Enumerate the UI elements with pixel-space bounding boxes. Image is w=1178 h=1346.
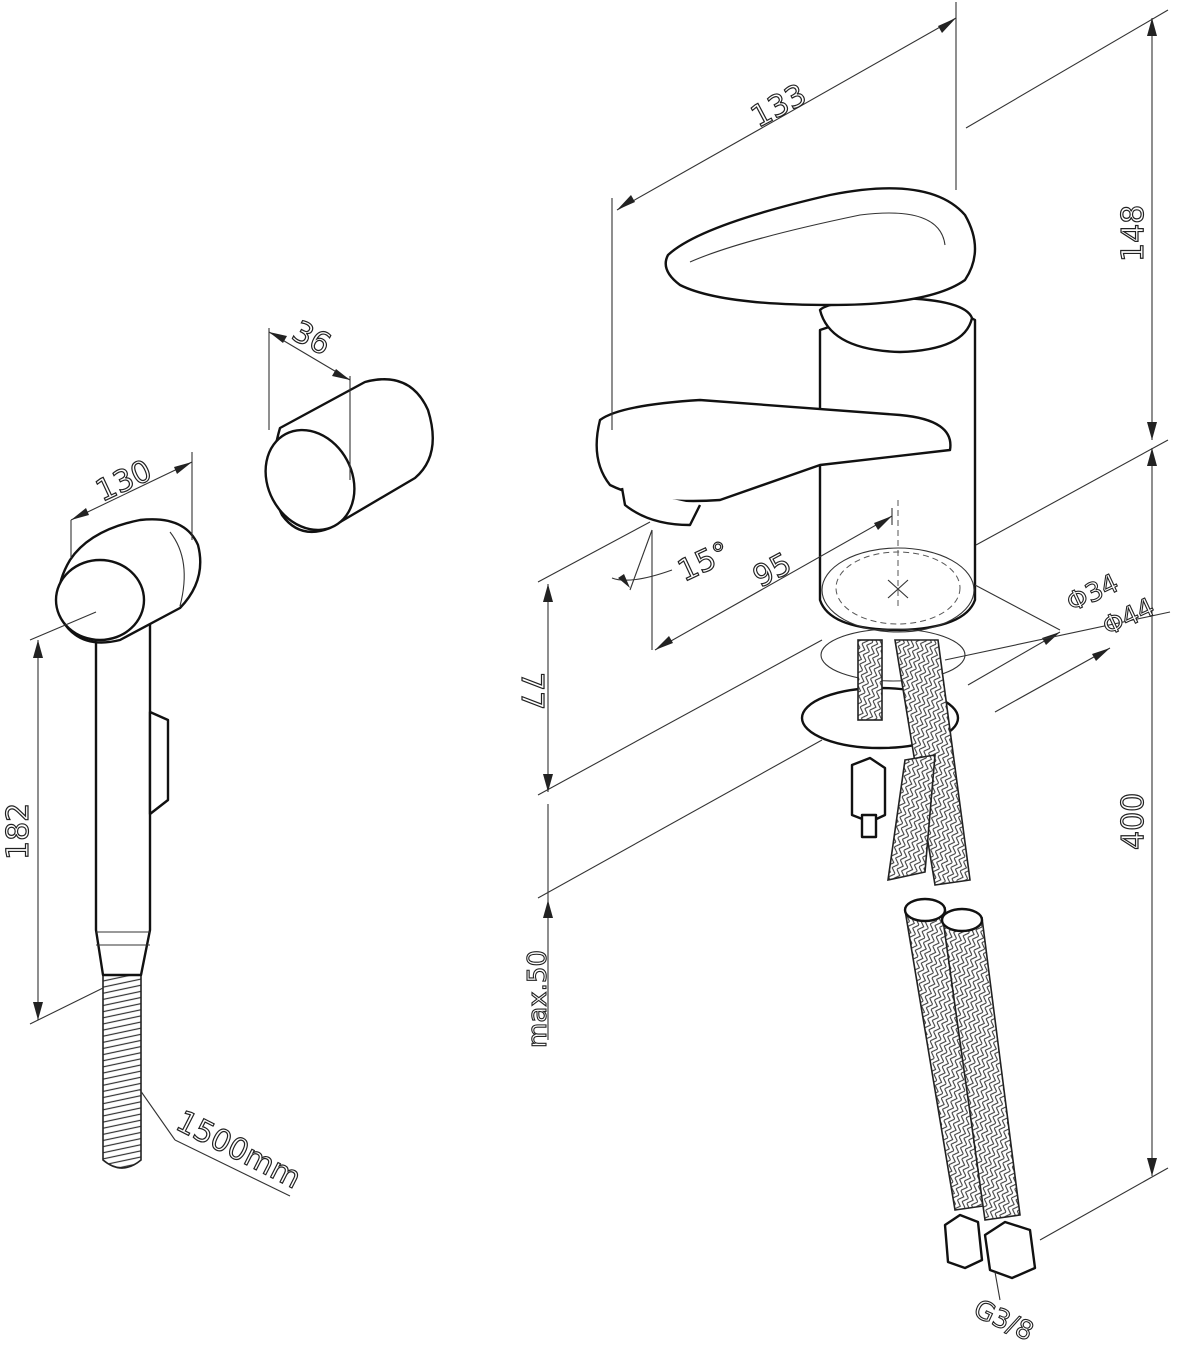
hose-upper-2 <box>887 754 936 882</box>
aerator <box>620 487 702 527</box>
flex-hoses <box>903 897 1037 1280</box>
label-thread: G3/8 <box>969 1294 1038 1346</box>
mixer-lever <box>664 187 977 307</box>
dimension-max50: max.50 <box>522 739 823 1049</box>
dimension-angle: 15° <box>611 529 736 650</box>
dimension-thread: G3/8 <box>968 1271 1038 1346</box>
holder-face <box>264 428 356 532</box>
mounting-kit <box>800 628 971 886</box>
base-ring <box>821 547 975 633</box>
fitting-1 <box>943 1213 984 1270</box>
label-95: 95 <box>747 546 797 595</box>
label-130: 130 <box>91 453 158 509</box>
dimension-hose: 1500mm <box>139 1089 307 1197</box>
shower-button <box>148 710 170 816</box>
stud-end <box>860 813 878 839</box>
mixer-spout <box>595 398 952 503</box>
hand-shower <box>54 518 202 1169</box>
label-133: 133 <box>745 77 812 135</box>
label-angle: 15° <box>673 535 736 589</box>
shower-head-face <box>54 558 146 642</box>
label-182: 182 <box>1 803 36 860</box>
shower-hose <box>102 974 142 1169</box>
dimension-182: 182 <box>0 611 104 1025</box>
label-max50: max.50 <box>523 950 553 1048</box>
dimension-77: 77 <box>513 521 823 796</box>
stud-nut <box>850 756 887 824</box>
mount-ring <box>820 628 966 682</box>
dimension-133: 133 <box>611 2 957 430</box>
label-77: 77 <box>514 672 549 710</box>
label-1500mm: 1500mm <box>170 1104 306 1196</box>
dimension-148: 148 <box>965 9 1169 546</box>
label-400: 400 <box>1116 793 1151 850</box>
dimension-diameters: Φ34 Φ44 <box>944 568 1171 713</box>
fitting-2 <box>983 1220 1037 1280</box>
label-148: 148 <box>1116 205 1151 262</box>
label-36: 36 <box>286 314 336 363</box>
dimension-400: 400 <box>1039 448 1169 1241</box>
stud <box>857 639 883 721</box>
mixer <box>595 187 977 633</box>
wall-holder <box>264 378 434 533</box>
shower-handle <box>94 618 152 977</box>
